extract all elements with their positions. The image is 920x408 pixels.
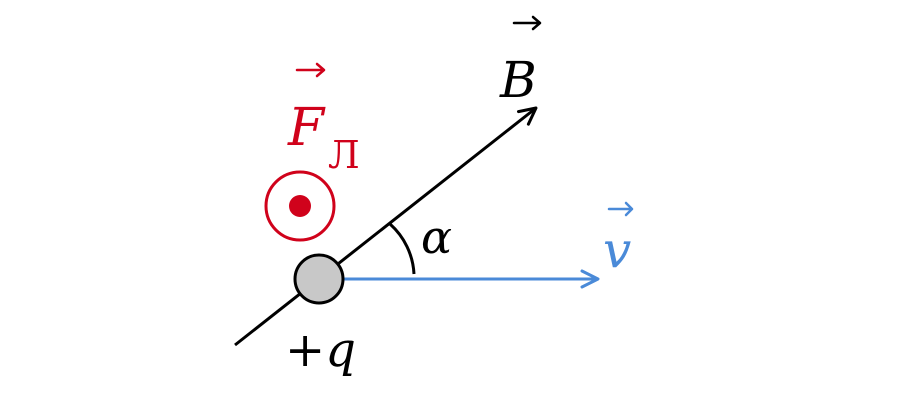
velocity-symbol: v: [603, 221, 631, 279]
angle-label: α: [421, 210, 452, 264]
field-symbol: B: [499, 51, 537, 109]
out-of-page-dot-icon: [264, 170, 336, 242]
velocity-label: v: [603, 201, 634, 279]
force-subscript: Л: [328, 133, 360, 177]
vector-arrow-icon: [607, 201, 634, 217]
charge-particle: [293, 253, 345, 305]
angle-arc: [388, 222, 416, 275]
force-label: F Л: [287, 62, 360, 177]
vector-arrow-icon: [512, 15, 542, 31]
magnetic-field-vector: [234, 106, 538, 347]
vector-arrow-icon: [295, 62, 326, 78]
force-symbol: F: [287, 98, 326, 158]
field-label: B: [499, 15, 542, 109]
charge-label: +q: [285, 322, 356, 378]
